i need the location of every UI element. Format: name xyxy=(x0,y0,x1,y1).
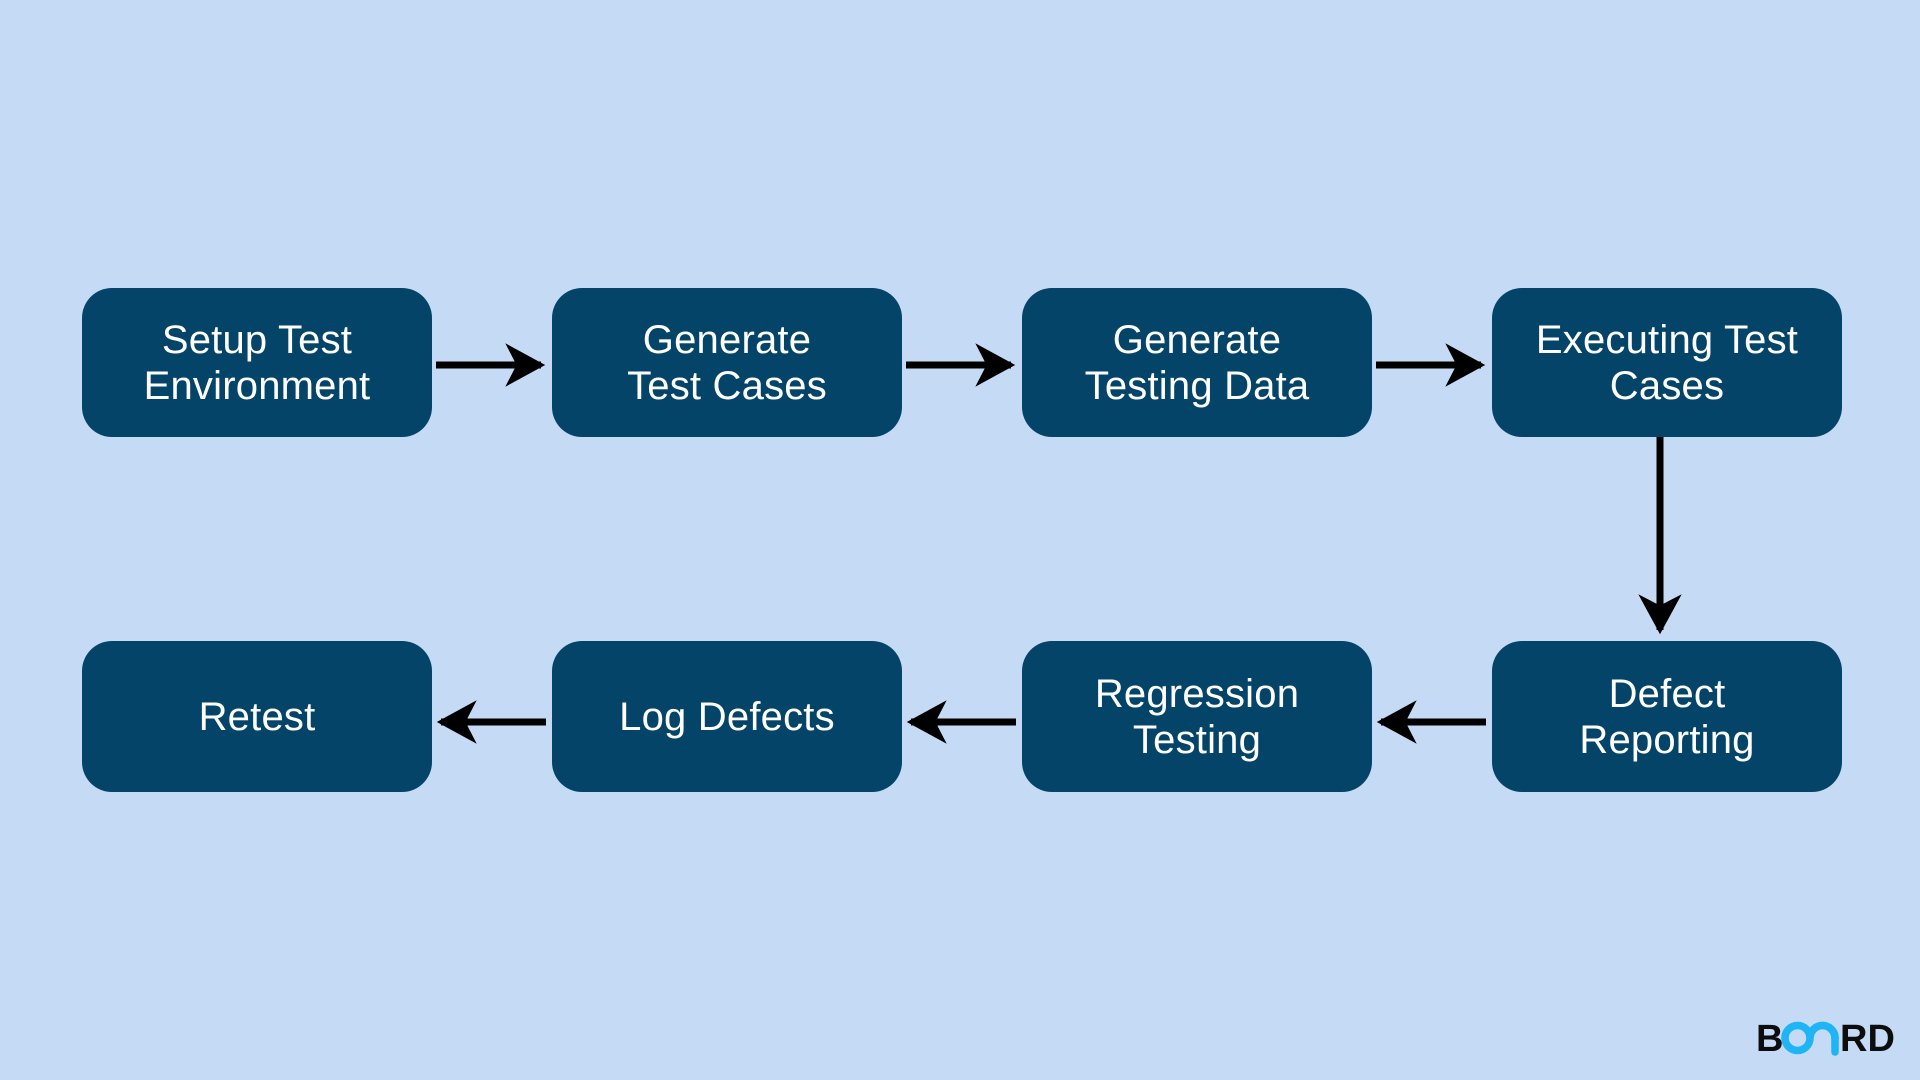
node-defect-reporting[interactable]: Defect Reporting xyxy=(1492,641,1842,792)
node-label: Generate Test Cases xyxy=(627,317,827,408)
node-setup-test-environment[interactable]: Setup Test Environment xyxy=(82,288,432,437)
node-label: Executing Test Cases xyxy=(1535,317,1799,408)
node-label: Setup Test Environment xyxy=(143,317,371,408)
logo-text-b: B xyxy=(1756,1018,1783,1060)
node-executing-test-cases[interactable]: Executing Test Cases xyxy=(1492,288,1842,437)
node-label: Defect Reporting xyxy=(1579,671,1755,762)
node-label: Generate Testing Data xyxy=(1084,317,1310,408)
node-log-defects[interactable]: Log Defects xyxy=(552,641,902,792)
logo-infinity-icon xyxy=(1781,1021,1839,1056)
node-retest[interactable]: Retest xyxy=(82,641,432,792)
node-regression-testing[interactable]: Regression Testing xyxy=(1022,641,1372,792)
node-generate-testing-data[interactable]: Generate Testing Data xyxy=(1022,288,1372,437)
node-label: Regression Testing xyxy=(1094,671,1300,762)
node-label: Log Defects xyxy=(619,694,835,739)
node-label: Retest xyxy=(198,694,316,739)
board-logo: B RD xyxy=(1756,1018,1894,1060)
logo-text-rd: RD xyxy=(1840,1018,1894,1060)
node-generate-test-cases[interactable]: Generate Test Cases xyxy=(552,288,902,437)
